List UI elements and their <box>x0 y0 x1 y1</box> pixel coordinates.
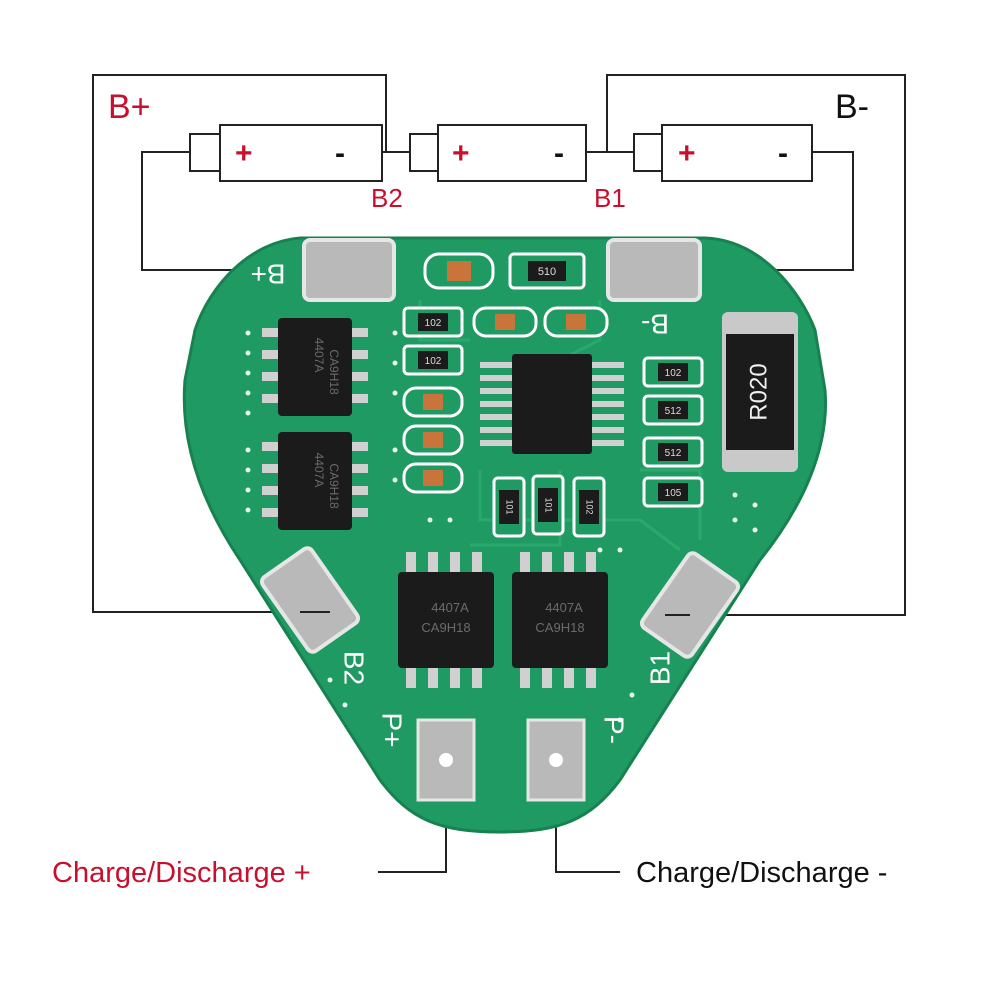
b2-junction-label: B2 <box>371 183 403 213</box>
svg-text:4407A: 4407A <box>431 600 469 615</box>
wire-b1-loop <box>606 74 906 616</box>
smd-resistor-510: 510 <box>508 252 586 290</box>
battery-cell-3: + - <box>633 124 813 182</box>
smd-resistor-512-a: 512 <box>642 394 704 426</box>
silk-b-minus: B- <box>641 309 669 340</box>
svg-text:4407A: 4407A <box>312 453 326 488</box>
pad-b-minus <box>606 238 702 302</box>
svg-text:101: 101 <box>505 499 515 514</box>
smd-resistor-102-d: 102 <box>572 476 606 538</box>
svg-text:105: 105 <box>665 488 682 499</box>
mosfet-left-top: 4407A CA9H18 <box>262 318 368 416</box>
pad-b1 <box>639 551 741 659</box>
svg-text:CA9H18: CA9H18 <box>327 463 341 509</box>
svg-text:101: 101 <box>544 497 554 512</box>
smd-capacitor-row-1 <box>472 306 538 338</box>
b-plus-label: B+ <box>108 88 151 126</box>
mosfet-bottom-right: 4407A CA9H18 <box>512 552 608 688</box>
b1-junction-label: B1 <box>594 183 626 213</box>
cell-plus-label: + <box>452 137 470 170</box>
svg-text:102: 102 <box>665 368 682 379</box>
controller-ic <box>480 354 624 454</box>
terminal-p-plus <box>416 718 476 802</box>
svg-text:510: 510 <box>538 266 556 278</box>
svg-text:CA9H18: CA9H18 <box>327 349 341 395</box>
silk-p-minus: P- <box>599 716 630 744</box>
charge-plus-label: Charge/Discharge + <box>52 857 311 889</box>
silk-b2: B2 <box>339 651 370 685</box>
svg-text:4407A: 4407A <box>545 600 583 615</box>
svg-text:CA9H18: CA9H18 <box>421 620 470 635</box>
smd-resistor-512-b: 512 <box>642 436 704 468</box>
smd-resistor-102-a: 102 <box>402 306 464 338</box>
smd-capacitor-left-2 <box>402 424 464 456</box>
svg-text:4407A: 4407A <box>312 338 326 373</box>
cell-plus-label: + <box>678 137 696 170</box>
smd-resistor-101-b: 101 <box>531 474 565 536</box>
silk-p-plus: P+ <box>377 712 408 747</box>
smd-resistor-102-c: 102 <box>642 356 704 388</box>
sense-resistor: R020 <box>722 312 798 472</box>
wiring <box>92 74 906 873</box>
pcb-vias <box>245 330 758 723</box>
pad-b2 <box>259 546 361 654</box>
smd-resistor-105: 105 <box>642 476 704 508</box>
svg-text:CA9H18: CA9H18 <box>535 620 584 635</box>
cell-minus-label: - <box>554 137 564 170</box>
svg-text:R020: R020 <box>745 363 772 420</box>
mosfet-left-bottom: 4407A CA9H18 <box>262 432 368 530</box>
battery-cell-2: + - <box>409 124 587 182</box>
smd-capacitor-top <box>423 252 495 290</box>
svg-text:512: 512 <box>665 448 682 459</box>
svg-text:102: 102 <box>585 499 595 514</box>
terminal-p-minus <box>526 718 586 802</box>
charge-minus-label: Charge/Discharge - <box>636 857 887 889</box>
mosfet-bottom-left: 4407A CA9H18 <box>398 552 494 688</box>
svg-text:102: 102 <box>425 356 442 367</box>
wire-b2-loop <box>92 74 387 613</box>
cell-minus-label: - <box>335 137 345 170</box>
pcb-board: B+ B- B2 B1 P+ P- 4407A CA9H18 <box>182 236 828 834</box>
wire-overlays <box>300 611 690 616</box>
smd-capacitor-left-3 <box>402 462 464 494</box>
smd-resistor-102-b: 102 <box>402 344 464 376</box>
smd-capacitor-left-1 <box>402 386 464 418</box>
smd-capacitor-row-2 <box>543 306 609 338</box>
battery-cell-1: + - <box>189 124 383 182</box>
smd-resistor-101-a: 101 <box>492 476 526 538</box>
cell-plus-label: + <box>235 137 253 170</box>
cell-minus-label: - <box>778 137 788 170</box>
silk-b-plus: B+ <box>250 259 285 290</box>
silk-b1: B1 <box>644 651 675 685</box>
svg-text:512: 512 <box>665 406 682 417</box>
pad-b-plus <box>302 238 396 302</box>
svg-text:102: 102 <box>425 318 442 329</box>
b-minus-label: B- <box>835 88 869 126</box>
